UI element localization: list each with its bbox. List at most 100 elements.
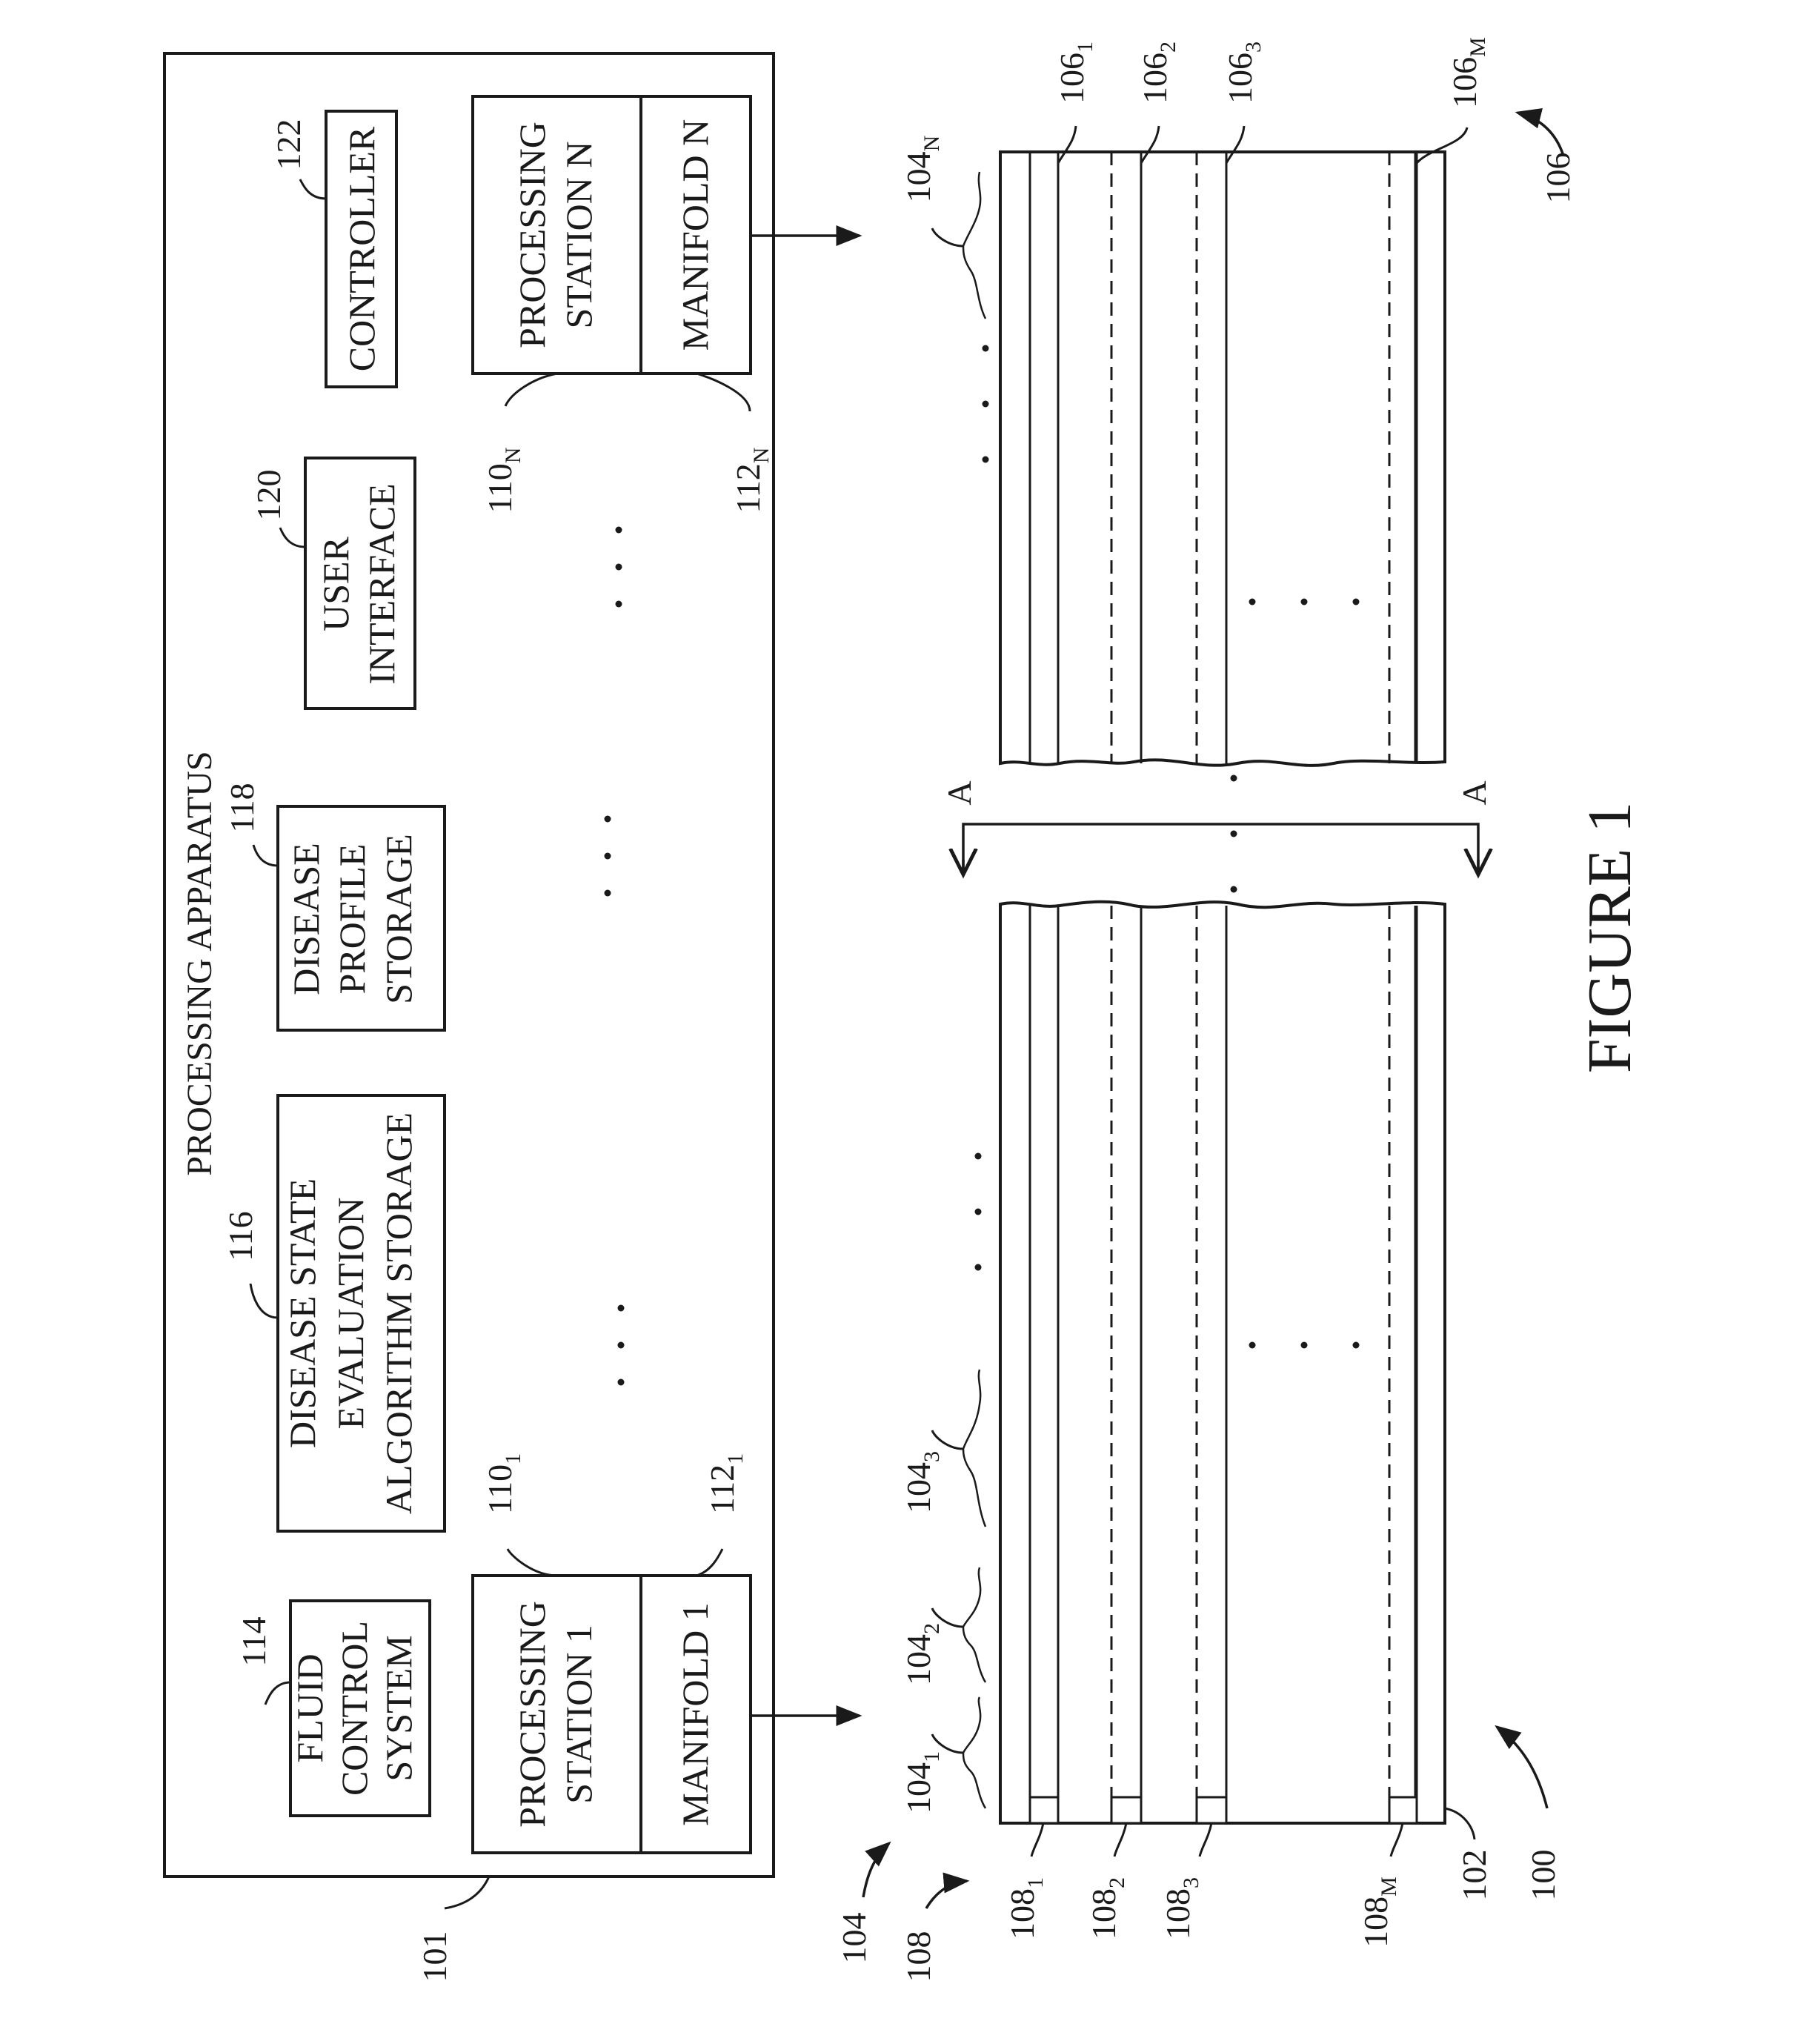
channel-2-ref: 1062 (1136, 42, 1180, 104)
fluid-control-line-2: CONTROL (333, 1621, 375, 1796)
inlet-m-ref-sub: M (1377, 1877, 1401, 1897)
user-interface-line-1: USER (315, 536, 356, 631)
region-brace-3 (963, 1370, 985, 1527)
algorithm-storage: DISEASE STATE EVALUATION ALGORITHM STORA… (222, 1095, 445, 1531)
disease-profile-storage: DISEASE PROFILE STORAGE 118 (223, 783, 445, 1030)
inlets-group-ref: 108 (900, 1931, 937, 1982)
region-3-leader (932, 1430, 963, 1449)
manifold-1-leader (697, 1549, 722, 1576)
device-ellipsis (975, 345, 1360, 1349)
station-1-line-1: PROCESSING (511, 1601, 553, 1828)
region-1-ref-num: 104 (900, 1762, 937, 1814)
region-n-ref: 104N (900, 136, 944, 203)
channel-1-leader (1058, 126, 1076, 163)
inlet-1-ref: 1081 (1003, 1877, 1048, 1940)
inlet-1-ref-sub: 1 (1023, 1877, 1048, 1888)
apparatus-title: PROCESSING APPARATUS (180, 751, 219, 1175)
profile-storage-line-2: PROFILE (331, 844, 373, 995)
channel-3-ref-num: 106 (1221, 53, 1259, 104)
inlet-1-leader (1031, 1823, 1043, 1856)
profile-storage-line-1: DISEASE (285, 843, 327, 995)
inlet-3-ref-num: 108 (1159, 1888, 1197, 1940)
region-3-ref: 1043 (900, 1451, 944, 1513)
station-n-ref-sub: N (501, 448, 525, 464)
channel-m (1389, 152, 1417, 1823)
fluid-control-ref: 114 (235, 1616, 273, 1666)
algorithm-storage-ref: 116 (222, 1211, 259, 1261)
device-segment-2 (1000, 152, 1445, 766)
apparatus-ref: 101 (416, 1931, 453, 1982)
channel-3-ref: 1063 (1221, 42, 1266, 104)
channels-group-ref: 106 (1539, 153, 1577, 204)
manifold-1-ref: 1121 (703, 1453, 748, 1514)
controller-leader (300, 179, 326, 199)
channel-3 (1197, 152, 1226, 1823)
station-n-leader (505, 374, 557, 406)
fluid-control-leader (265, 1682, 290, 1705)
station-1-ref: 1101 (481, 1453, 525, 1514)
user-interface: USER INTERFACE 120 (250, 458, 415, 709)
manifold-1-ref-num: 112 (703, 1464, 741, 1514)
algorithm-storage-leader (250, 1284, 278, 1318)
channel-1-ref-sub: 1 (1073, 42, 1097, 53)
station-n-ref-num: 110 (481, 463, 519, 513)
device-inner-lines (1030, 152, 1415, 1823)
channels-group-arrow (1518, 113, 1563, 156)
device-channels (1030, 152, 1417, 1823)
device-arrow (1497, 1727, 1547, 1808)
region-2-ref: 1042 (900, 1623, 944, 1685)
user-interface-line-2: INTERFACE (361, 483, 402, 684)
inlet-3-leader (1200, 1823, 1211, 1856)
station-1-ref-num: 110 (481, 1464, 519, 1514)
station-n-ref: 110N (481, 448, 525, 514)
station-1-group: PROCESSING STATION 1 MANIFOLD 1 1101 112… (473, 1453, 751, 1853)
region-brace-n (963, 172, 985, 319)
region-2-ref-num: 104 (900, 1634, 937, 1685)
substrate-ref: 102 (1455, 1850, 1493, 1901)
manifold-n-leader (697, 374, 750, 411)
channel-1-ref: 1061 (1053, 42, 1097, 104)
station-1-leader (508, 1549, 557, 1576)
section-a-a: A A (940, 780, 1493, 875)
channel-m-leader (1417, 127, 1467, 163)
controller-label: CONTROLLER (341, 126, 382, 371)
device-ref: 100 (1524, 1850, 1562, 1901)
device-inlets (1030, 1797, 1417, 1823)
channel-m-ref-sub: M (1466, 37, 1490, 57)
regions-group-arrow (863, 1843, 889, 1897)
inlet-1 (1030, 1797, 1058, 1823)
fluid-control-line-3: SYSTEM (378, 1635, 419, 1781)
manifold-n-ref: 112N (729, 448, 774, 514)
inlet-m-ref-num: 108 (1357, 1897, 1395, 1948)
section-line (963, 824, 1478, 875)
channel-1 (1030, 152, 1058, 1823)
channel-m-ref: 106M (1446, 37, 1490, 108)
figure-caption: FIGURE 1 (1575, 802, 1644, 1073)
region-brace-2 (963, 1567, 985, 1682)
manifold-n-ref-num: 112 (729, 463, 767, 513)
channel-labels: 1061 1062 1063 106M 106 (1053, 37, 1577, 203)
manifold-1-ref-sub: 1 (723, 1453, 748, 1464)
manifold-n-label: MANIFOLD N (674, 119, 716, 351)
apparatus-leader (445, 1877, 489, 1908)
inlet-3-ref: 1083 (1159, 1877, 1203, 1940)
station-n-line-1: PROCESSING (511, 122, 553, 348)
algorithm-storage-line-1: DISEASE STATE (282, 1178, 323, 1448)
region-2-ref-sub: 2 (920, 1623, 944, 1634)
inlet-2-ref-num: 108 (1085, 1888, 1123, 1940)
inlet-m-leader (1391, 1823, 1403, 1856)
channel-2-leader (1141, 126, 1159, 163)
processing-apparatus: PROCESSING APPARATUS FLUID CONTROL SYSTE… (164, 53, 774, 1982)
region-3-ref-num: 104 (900, 1462, 937, 1513)
channel-3-leader (1226, 126, 1244, 163)
station-1-ref-sub: 1 (501, 1453, 525, 1464)
region-1-ref: 1041 (900, 1751, 944, 1814)
station-1-line-2: STATION 1 (558, 1625, 599, 1804)
inlet-labels: 1081 1082 1083 108M (1003, 1823, 1403, 1948)
device-segment-1 (1000, 902, 1445, 1823)
regions-group-ref: 104 (835, 1913, 873, 1964)
inlet-1-ref-num: 108 (1003, 1888, 1041, 1940)
inlet-2 (1111, 1797, 1141, 1823)
